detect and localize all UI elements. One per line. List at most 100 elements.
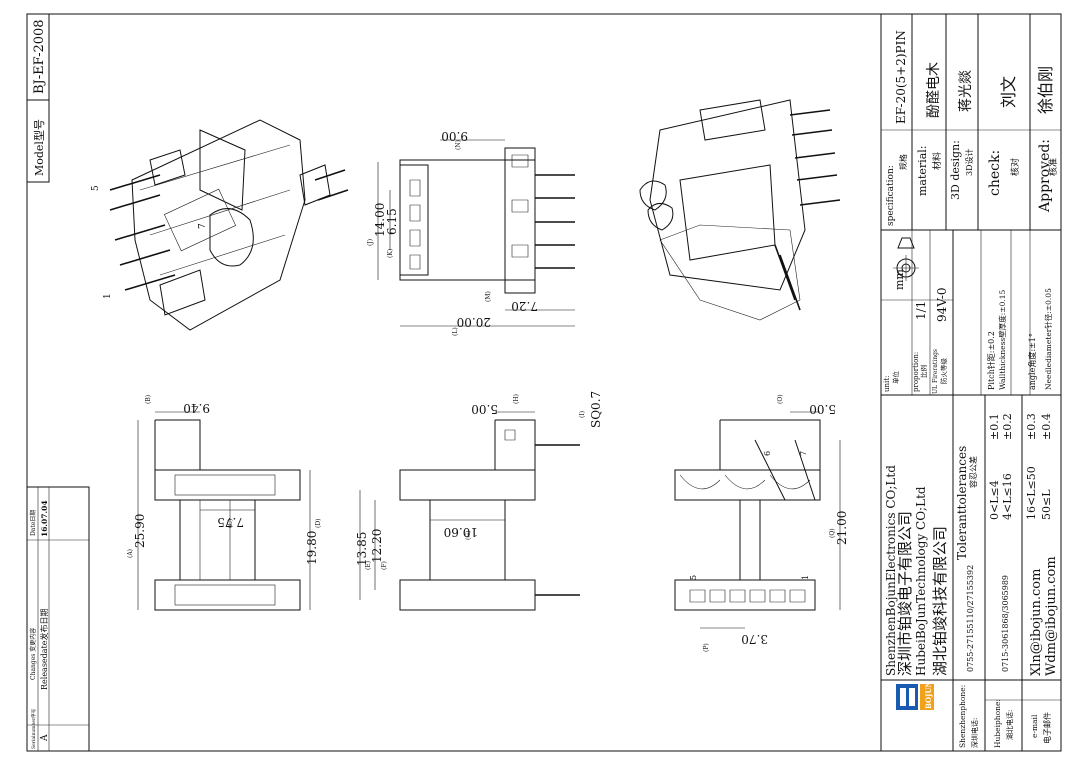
left-dim-19-80: 19.80 [305,531,319,565]
tol-value-2: ±0.2 [1001,413,1014,440]
side-view-middle: 5.00 (H) SQ0.7 (I) 10.60 (G) 13.85 (E) 1… [355,391,603,611]
proportion-value: 1/1 [914,301,928,320]
right-pin-label-5: 5 [689,575,698,580]
mid-dim-tag-h: (H) [513,394,520,404]
logo-text: BOJUN [924,680,933,709]
tol-note-wall: Wallthickness壁厚度:±0.15 [997,289,1007,390]
bojun-logo-icon: BOJUN [896,680,934,710]
top-dim-14-00: 14.00 [373,203,387,237]
title-block: specification: 规格 EF-20(5+2)PIN material… [880,13,1062,752]
ul-value: 94V-0 [935,287,949,322]
hubei-phone-label: Hubeiphone: [993,699,1002,748]
right-pin-label-1: 1 [801,575,810,580]
mid-dim-sq07: SQ0.7 [589,391,603,428]
tol-note-needle: Needlediameter针径:±0.05 [1043,288,1053,390]
ul-label: UL Fireratings [932,349,939,394]
right-pin-label-6: 6 [763,451,772,456]
right-dim-tag-p: (P) [703,643,710,652]
revision-header-date: Date日期 [29,510,37,536]
mid-dim-10-60: 10.60 [444,525,478,539]
tol-range-4: 50≤L [1040,489,1053,520]
hubei-phone-label-cn: 湖北电话: [1005,710,1014,740]
design-label-cn: 3D设计 [964,148,974,176]
tol-range-3: 16<L≤50 [1025,466,1038,520]
revision-date: 16.07.04 [40,500,49,537]
right-dim-5-00: 5.00 [809,402,836,416]
revision-header-serial: Serialnumber序号 [30,708,37,749]
mid-dim-tag-f: (F) [381,561,388,570]
top-dim-6-15: 6.15 [385,208,399,235]
hubei-phone-value: 0715-3061868/3065989 [1001,575,1010,672]
top-dim-7-20: 7.20 [511,299,538,313]
shenzhen-phone-value: 0755-27155110/27155392 [966,565,975,672]
projection-symbol-icon [893,237,919,281]
tol-note-pitch: Pitch针距:±0.2 [986,331,996,390]
material-label: material: [916,146,929,196]
left-dim-tag-c: (C) [227,519,234,528]
approved-label: Approved: [1037,139,1053,213]
spec-label-cn: 规格 [898,154,908,170]
left-dim-9-40: 9.40 [183,401,210,415]
tol-value-1: ±0.1 [988,413,1001,440]
mid-dim-tag-g: (G) [465,531,472,540]
check-label: check: [987,150,1003,196]
right-pin-label-7: 7 [799,451,808,456]
top-dim-tag-k: (K) [387,249,394,258]
iso-pin-label-7: 7 [198,223,208,229]
tol-value-4: ±0.4 [1040,413,1053,440]
approved-value: 徐伯刚 [1036,66,1055,114]
top-dim-tag-j: (J) [367,239,374,246]
check-value: 刘文 [999,76,1018,108]
left-dim-tag-b: (B) [145,395,152,404]
model-label: Model型号 [32,119,46,176]
tol-range-1: 0<L≤4 [988,480,1001,520]
revision-serial: A [40,734,50,742]
unit-label: unit: [883,376,891,392]
right-dim-tag-o: (O) [777,394,784,404]
company-line-1: ShenzhenBojunElectronics CO;Ltd [884,465,898,676]
material-value: 酚醛电木 [926,62,942,118]
check-label-cn: 核对 [1009,158,1021,176]
model-box: Model型号 BJ-EF-2008 [26,13,50,183]
side-view-left: 9.40 (B) 25.90 (A) 7.75 (C) 19.80 (D) [127,395,322,611]
side-view-right: 6 7 5 1 5.00 (O) 21.00 (Q) 3.70 (P) [674,394,849,652]
tol-range-2: 4<L≤16 [1001,473,1014,520]
shenzhen-phone-label-cn: 深圳电话: [970,718,979,748]
tolerance-title-cn: 容忍公差 [968,456,978,488]
email-label-cn: 电子邮件 [1042,712,1052,744]
mid-dim-13-85: 13.85 [355,532,369,566]
mid-dim-12-20: 12.20 [370,529,384,563]
revision-table: Serialnumber序号 Changes 变更内容 Date日期 A Rel… [26,486,90,752]
mid-dim-5-00: 5.00 [471,402,498,416]
mid-dim-tag-i: (I) [579,411,586,418]
email-value-1: Xln@ibojun.com [1029,569,1044,676]
unit-label-cn: 单位 [891,371,900,385]
left-dim-tag-a: (A) [127,549,134,558]
shenzhen-phone-label: Shenzhenphone: [958,685,967,748]
proportion-label: proportion: [912,352,920,392]
email-label: e-mail [1030,714,1039,738]
iso-pin-label-1: 1 [103,293,113,299]
top-view: 9.00 (N) 14.00 (J) 6.15 (K) 7.20 (M) 20.… [367,129,575,336]
company-line-4: 湖北铂竣科技有限公司 [931,526,949,676]
ul-label-cn: 防火等级 [939,358,948,385]
top-dim-tag-m: (M) [485,291,492,302]
iso-pin-label-5: 5 [91,185,101,191]
company-line-2: 深圳市铂竣电子有限公司 [896,511,914,676]
tol-note-angle: angle角度:±1° [1027,333,1037,390]
left-dim-25-90: 25.90 [133,514,147,548]
spec-value: EF-20(5+2)PIN [894,30,908,124]
design-label: 3D design: [949,140,962,200]
spec-label: specification: [886,165,896,226]
left-dim-7-75: 7.75 [217,515,244,529]
top-dim-tag-n: (N) [455,140,462,150]
material-label-cn: 材料 [931,152,943,170]
company-line-3: HubeiBoJunTechnology CO;Ltd [914,486,928,676]
email-value-2: Wdm@ibojun.com [1044,556,1059,676]
design-value: 蒋光燚 [958,70,974,112]
mid-dim-tag-e: (E) [365,561,372,570]
tolerance-title: Toleranttolerances [955,446,969,560]
right-dim-21-00: 21.00 [835,511,849,545]
top-dim-9-00: 9.00 [441,129,468,143]
